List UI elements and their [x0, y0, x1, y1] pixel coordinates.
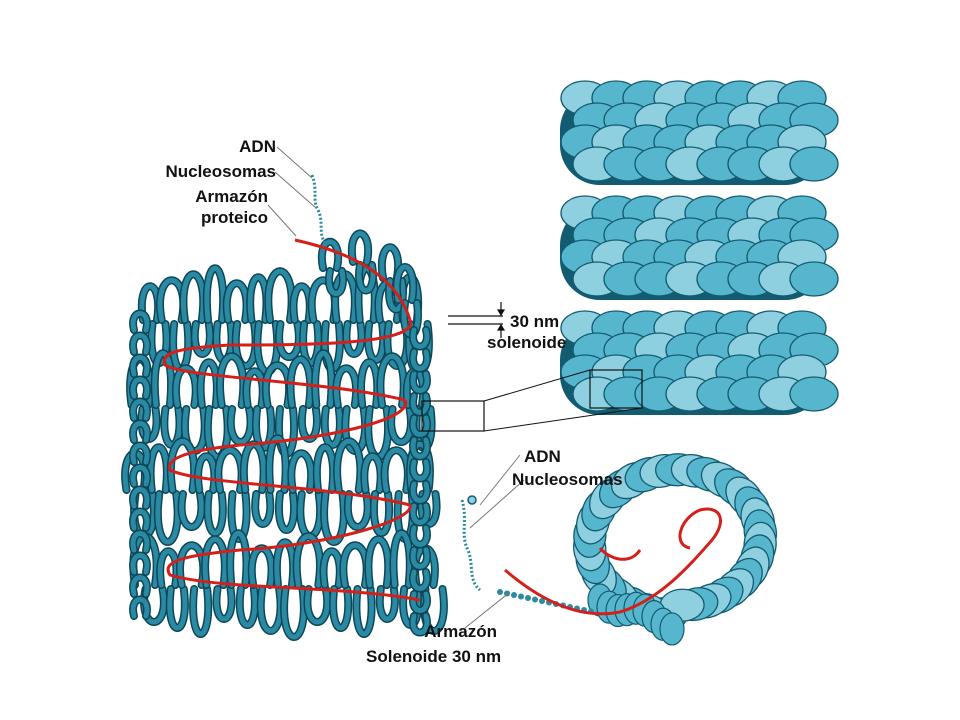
label-left-scaffold-1: Armazón: [195, 187, 268, 206]
nucleosome: [789, 146, 839, 182]
label-solenoid-width: 30 nm: [510, 312, 559, 331]
label-right-solenoid: Solenoide 30 nm: [366, 647, 501, 666]
nucleosome-column: [560, 80, 839, 415]
label-solenoid-name: solenoide: [487, 333, 566, 352]
zoom-box-right: [589, 369, 643, 409]
dna-bead: [511, 592, 517, 598]
coil-scaffold: [504, 507, 722, 616]
dna-end: [467, 495, 477, 505]
label-right-scaffold: Armazón: [424, 622, 497, 641]
dna-bead: [525, 595, 531, 601]
label-right-dna: ADN: [524, 447, 561, 466]
width-marker: [448, 302, 506, 338]
label-left-nucleosomes: Nucleosomas: [165, 162, 276, 181]
nucleosome: [789, 376, 839, 412]
leader-lines: [267, 146, 525, 629]
zoom-box-left: [421, 400, 485, 432]
label-right-nucleosomes: Nucleosomas: [512, 470, 623, 489]
left-dna-strand: [310, 174, 327, 244]
dna-bead: [518, 593, 524, 600]
label-left-scaffold-2: proteico: [201, 208, 268, 227]
protein-scaffold: [162, 238, 421, 602]
zoom-line-top: [483, 369, 591, 402]
label-left-dna: ADN: [239, 137, 276, 156]
dna-bead: [532, 596, 538, 603]
nucleosome: [659, 612, 685, 646]
right-dna-strand: [460, 499, 482, 592]
dna-bead: [539, 598, 545, 604]
nucleosome: [789, 261, 839, 297]
zoom-line-bottom: [483, 407, 643, 432]
dna-bead: [497, 589, 503, 595]
